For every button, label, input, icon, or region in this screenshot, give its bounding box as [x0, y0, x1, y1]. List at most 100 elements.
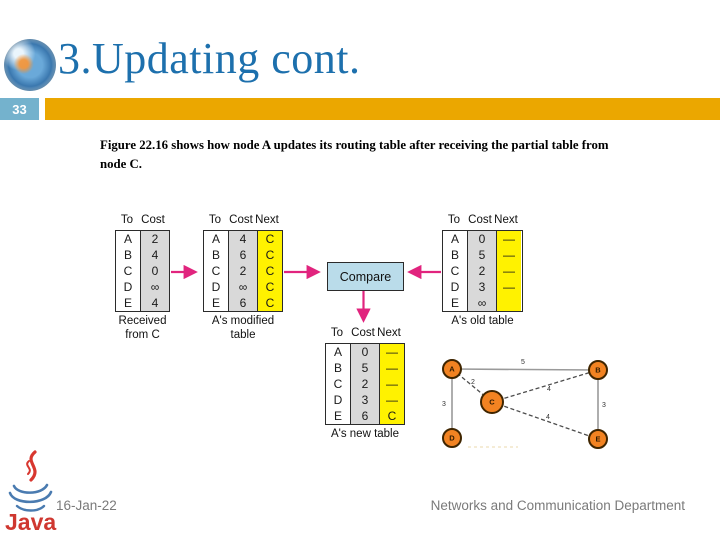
slide-title: 3.Updating cont.	[58, 34, 361, 83]
graph-node	[442, 428, 462, 448]
table-cell: 6	[239, 296, 247, 310]
graph-edge	[491, 401, 599, 440]
java-logo: Java	[2, 448, 60, 536]
table-cell: C	[265, 296, 275, 310]
table-cell: —	[503, 280, 515, 294]
table-cell: ∞	[477, 296, 487, 310]
compare-box: Compare	[327, 262, 404, 291]
graph-node	[480, 390, 504, 414]
slide-number-badge: 33	[0, 98, 39, 120]
graph-edge	[491, 369, 599, 403]
edge-cost-label: 4	[546, 414, 550, 421]
table-cell: 3	[478, 280, 486, 294]
table-cell: 5	[478, 248, 486, 262]
graph-node-label: E	[595, 435, 600, 444]
graph-node-label: C	[489, 398, 495, 407]
column-header: To	[120, 214, 134, 226]
table-cell: C	[450, 264, 460, 278]
table-label: A's modified table	[211, 315, 275, 341]
table-label: A's new table	[330, 428, 400, 440]
edge-cost-label: 4	[547, 386, 551, 393]
java-wordmark: Java	[5, 509, 56, 535]
table-cell: E	[123, 296, 132, 310]
table-column: ————	[496, 231, 521, 311]
table-cell: —	[503, 248, 515, 262]
table-cell: E	[211, 296, 220, 310]
table-cell: B	[211, 248, 220, 262]
column-header: Cost	[229, 214, 253, 226]
table-column: ————C	[379, 344, 404, 424]
column-header: Cost	[141, 214, 165, 226]
table-cell: C	[265, 264, 275, 278]
table-column: 0 5 2 3 ∞	[467, 231, 496, 311]
slide-number: 33	[12, 101, 27, 117]
table-cell: B	[123, 248, 132, 262]
table-cell: 2	[151, 232, 159, 246]
table-cell: ∞	[238, 280, 248, 294]
graph-edge	[451, 368, 599, 371]
table-cell: 2	[239, 264, 247, 278]
table-cell: C	[265, 232, 275, 246]
table-cell: C	[333, 377, 343, 391]
table-cell: A	[333, 345, 342, 359]
table-cell: —	[386, 377, 398, 391]
column-header: To	[330, 327, 344, 339]
column-header: Next	[494, 214, 518, 226]
table-cell: E	[333, 409, 342, 423]
edge-cost-label: 3	[442, 401, 446, 408]
table-cell: 3	[361, 393, 369, 407]
table-cell: 4	[151, 248, 159, 262]
table-cell: 2	[478, 264, 486, 278]
column-header: Cost	[351, 327, 375, 339]
column-header: Next	[255, 214, 279, 226]
table-cell: ∞	[150, 280, 160, 294]
java-cup-rim-icon	[12, 483, 49, 494]
date-label: 16-Jan-22	[56, 498, 117, 513]
table-cell: D	[123, 280, 133, 294]
table-header-row: To Cost	[115, 214, 170, 229]
java-steam-inner-icon	[26, 460, 31, 475]
globe-logo-icon	[4, 39, 56, 91]
footer-label: Networks and Communication Department	[430, 498, 685, 513]
graph-node	[588, 429, 608, 449]
table-cell: 2	[361, 377, 369, 391]
table-cell: 0	[478, 232, 486, 246]
graph-node	[588, 360, 608, 380]
table-cell: C	[387, 409, 397, 423]
table-cell: D	[211, 280, 221, 294]
figure-caption: Figure 22.16 shows how node A updates it…	[100, 138, 609, 171]
table-cell	[497, 295, 521, 311]
table-cell: C	[265, 280, 275, 294]
table-cell: A	[211, 232, 220, 246]
table-cell: 4	[239, 232, 247, 246]
table-cell: —	[386, 361, 398, 375]
table-cell: C	[123, 264, 133, 278]
table-label: A's old table	[451, 315, 514, 327]
table-cell: D	[333, 393, 343, 407]
table-cell: 4	[151, 296, 159, 310]
table-label: Received from C	[118, 315, 167, 341]
table-cell: B	[333, 361, 342, 375]
table-cell: —	[503, 264, 515, 278]
table-cell: —	[386, 393, 398, 407]
java-saucer-icon	[15, 504, 46, 512]
table-cell: D	[450, 280, 460, 294]
table-cell: 5	[361, 361, 369, 375]
